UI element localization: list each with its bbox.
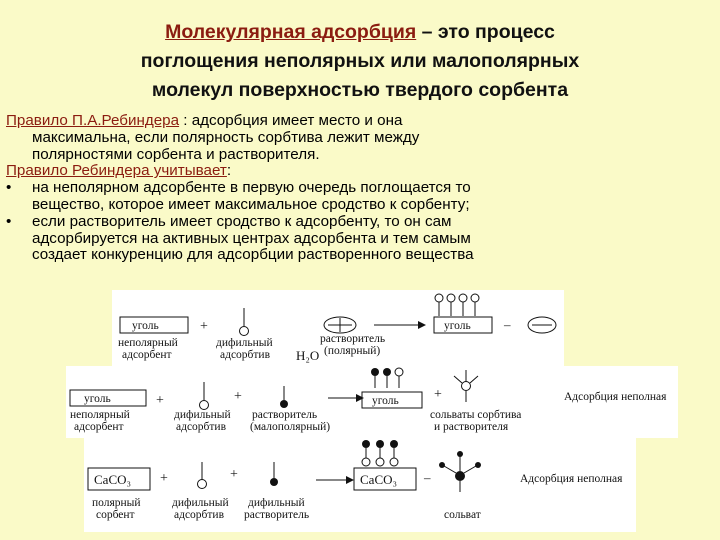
adsorbent-box	[433, 316, 493, 334]
adsorbtive-label-1: дифильный	[172, 497, 229, 509]
title-rest: – это процесс	[416, 21, 555, 43]
slide-body: Правило П.А.Ребиндера : адсорбция имеет …	[6, 112, 716, 264]
title-line3: молекул поверхностью твердого сорбента	[151, 79, 569, 101]
adsorbent-label-2: адсорбент	[122, 349, 172, 361]
sorbent-box	[87, 467, 151, 491]
polar-solvent-icon	[527, 316, 557, 334]
solvent-label-2: (малополярный)	[250, 421, 330, 433]
bullet-2-line2: адсорбируется на активных центрах адсорб…	[32, 229, 471, 247]
rule-text-3: полярностями сорбента и растворителя.	[32, 145, 320, 163]
rule-name: Правило П.А.Ребиндера	[6, 112, 180, 129]
result-label: Адсорбция неполная	[564, 391, 667, 403]
box-label: CaCO₃	[94, 472, 131, 487]
adsorbtive-label-1: дифильный	[174, 409, 231, 421]
sorbent-label-2: сорбент	[96, 509, 135, 521]
solvent-molecule-icon	[280, 386, 288, 408]
bullet-2-line3: создает конкуренцию для адсорбции раство…	[32, 246, 474, 264]
adsorbed-layer-icon	[371, 367, 404, 388]
plus-sign: +	[230, 467, 238, 482]
adsorbent-box	[119, 316, 189, 334]
bullet-marker: •	[6, 179, 12, 197]
adsorbtive-label-2: адсорбтив	[220, 349, 271, 361]
sorbent-box	[353, 467, 417, 491]
plus-sign: +	[234, 389, 242, 404]
title-term: Молекулярная адсорбция	[165, 21, 417, 43]
arrow-icon	[328, 394, 364, 402]
plus-sign: +	[156, 393, 164, 408]
considers-colon: :	[226, 162, 232, 180]
adsorbed-layer-icon	[361, 440, 399, 467]
plus-sign: +	[160, 471, 168, 486]
bullet-2-line1: если растворитель имеет сродство к адсор…	[32, 212, 452, 230]
solvate-label: сольват	[444, 509, 481, 521]
arrow-icon	[374, 321, 426, 329]
minus-sign: –	[503, 317, 511, 332]
bullet-1-line1: на неполярном адсорбенте в первую очеред…	[32, 179, 471, 197]
solvent-molecule-icon	[270, 462, 278, 486]
diagram-row-2: уголь неполярный адсорбент + дифильный а…	[66, 366, 678, 438]
rule-text-2: максимальна, если полярность сорбтива ле…	[32, 128, 420, 146]
adsorbent-box	[361, 391, 423, 409]
box-label: уголь	[444, 320, 471, 332]
rule-text-1: : адсорбция имеет место и она	[179, 112, 403, 129]
solvent-label-1: дифильный	[248, 497, 305, 509]
box-label: уголь	[372, 395, 399, 407]
solvate-icon	[453, 370, 479, 402]
diagram-row-3: CaCO₃ полярный сорбент + дифильный адсор…	[84, 436, 636, 532]
considers-label: Правило Ребиндера учитывает	[6, 162, 227, 180]
solvent-label-1: растворитель	[320, 333, 385, 345]
polar-solvent-icon	[323, 316, 357, 334]
solvate-icon	[439, 451, 481, 492]
title-line2: поглощения неполярных или малополярных	[140, 50, 580, 72]
amphiphilic-molecule-icon	[239, 308, 249, 336]
adsorbent-label-1: неполярный	[118, 337, 178, 349]
diagram-row-1: уголь неполярный адсорбент + дифильный а…	[112, 290, 564, 366]
bullet-item-2: • если растворитель имеет сродство к адс…	[6, 212, 716, 264]
box-label: уголь	[132, 320, 159, 332]
water-formula: H₂O	[296, 348, 319, 363]
adsorbent-box	[69, 389, 147, 407]
box-label: CaCO₃	[360, 472, 397, 487]
bullet-1-line2: вещество, которое имеет максимальное сро…	[32, 195, 470, 213]
amphiphilic-molecule-icon	[199, 382, 209, 410]
amphiphilic-molecule-icon	[197, 462, 207, 489]
plus-sign: +	[200, 319, 208, 334]
arrow-icon	[316, 476, 354, 484]
solvate-label-1: сольваты сорбтива	[430, 409, 521, 421]
adsorbtive-label-2: адсорбтив	[176, 421, 227, 433]
adsorbed-layer-icon	[434, 293, 480, 316]
adsorbent-label-2: адсорбент	[74, 421, 124, 433]
adsorbtive-label-2: адсорбтив	[174, 509, 225, 521]
plus-sign: +	[434, 387, 442, 402]
adsorbtive-label-1: дифильный	[216, 337, 273, 349]
solvent-label-1: растворитель	[252, 409, 317, 421]
result-label: Адсорбция неполная	[520, 473, 623, 485]
solvent-label-2: (полярный)	[324, 345, 380, 357]
adsorbent-label-1: неполярный	[70, 409, 130, 421]
solvent-label-2: растворитель	[244, 509, 309, 521]
box-label: уголь	[84, 393, 111, 405]
bullet-marker: •	[6, 212, 12, 230]
slide-title: Молекулярная адсорбция – это процесс пог…	[60, 18, 660, 105]
solvate-label-2: и растворителя	[434, 421, 509, 433]
bullet-item-1: • на неполярном адсорбенте в первую очер…	[6, 179, 716, 214]
sorbent-label-1: полярный	[92, 497, 141, 509]
minus-sign: –	[423, 470, 431, 485]
